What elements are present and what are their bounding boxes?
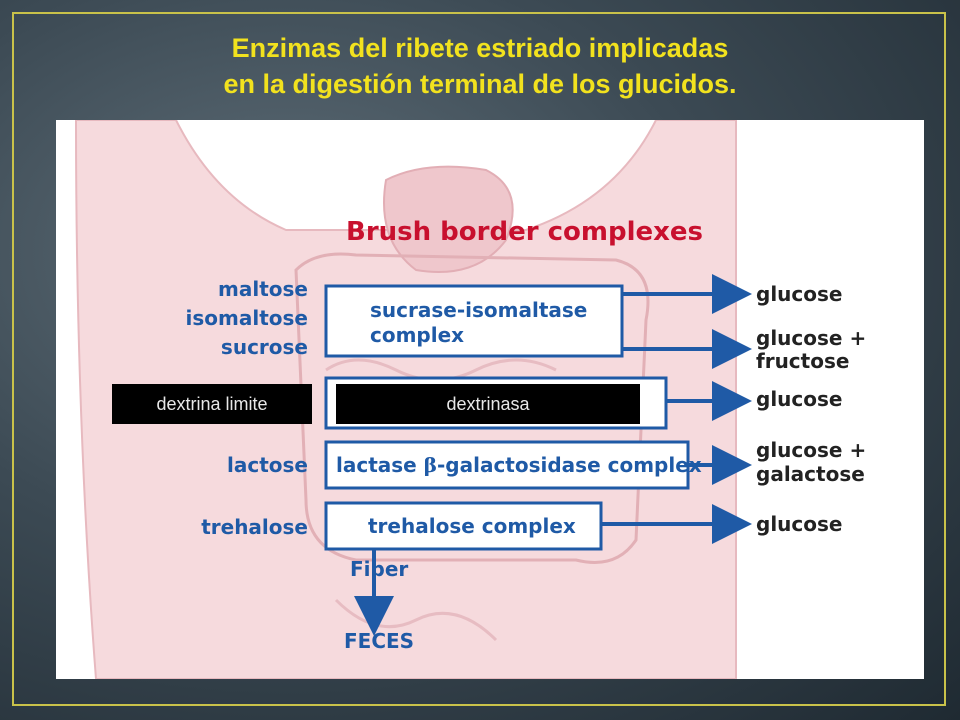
substrate-isomaltose: isomaltose	[186, 306, 308, 330]
trehalase-box	[324, 501, 603, 551]
product-glucose-1: glucose	[756, 282, 842, 306]
diagram-heading: Brush border complexes	[346, 217, 703, 247]
enzyme-sucrase-line1: sucrase-isomaltase	[370, 298, 587, 322]
limit-dextrin-label: dextrina limite	[156, 394, 268, 414]
product-glucose-fructose-2: fructose	[756, 349, 849, 373]
limit-dextrin-overlay: dextrina limite	[112, 384, 312, 424]
sucrase-isomaltase-box	[324, 284, 624, 358]
product-glucose-2: glucose	[756, 387, 842, 411]
title-line-2: en la digestión terminal de los glucidos…	[223, 69, 737, 99]
slide-frame	[12, 12, 946, 706]
product-glucose-galactose-2: galactose	[756, 462, 865, 486]
substrate-maltose: maltose	[218, 277, 308, 301]
slide-title: Enzimas del ribete estriado implicadas e…	[0, 30, 960, 102]
diagram-svg: Brush border complexes maltose isomaltos…	[74, 120, 866, 679]
enzyme-trehalase: trehalose complex	[368, 514, 576, 538]
substrate-sucrose: sucrose	[221, 335, 308, 359]
product-glucose-galactose-1: glucose +	[756, 438, 866, 462]
enzyme-sucrase-line2: complex	[370, 323, 464, 347]
product-glucose-fructose-1: glucose +	[756, 326, 866, 350]
fiber-label: Fiber	[350, 557, 408, 581]
title-line-1: Enzimas del ribete estriado implicadas	[231, 33, 729, 63]
substrate-lactose: lactose	[227, 453, 308, 477]
product-glucose-3: glucose	[756, 512, 842, 536]
enzyme-lactase: lactase β-galactosidase complex	[336, 453, 702, 477]
dextrinase-label: dextrinasa	[446, 394, 530, 414]
substrate-trehalose: trehalose	[201, 515, 308, 539]
feces-label: FECES	[344, 629, 414, 653]
dextrinase-overlay: dextrinasa	[336, 384, 640, 424]
brush-border-figure: Brush border complexes maltose isomaltos…	[56, 120, 924, 679]
